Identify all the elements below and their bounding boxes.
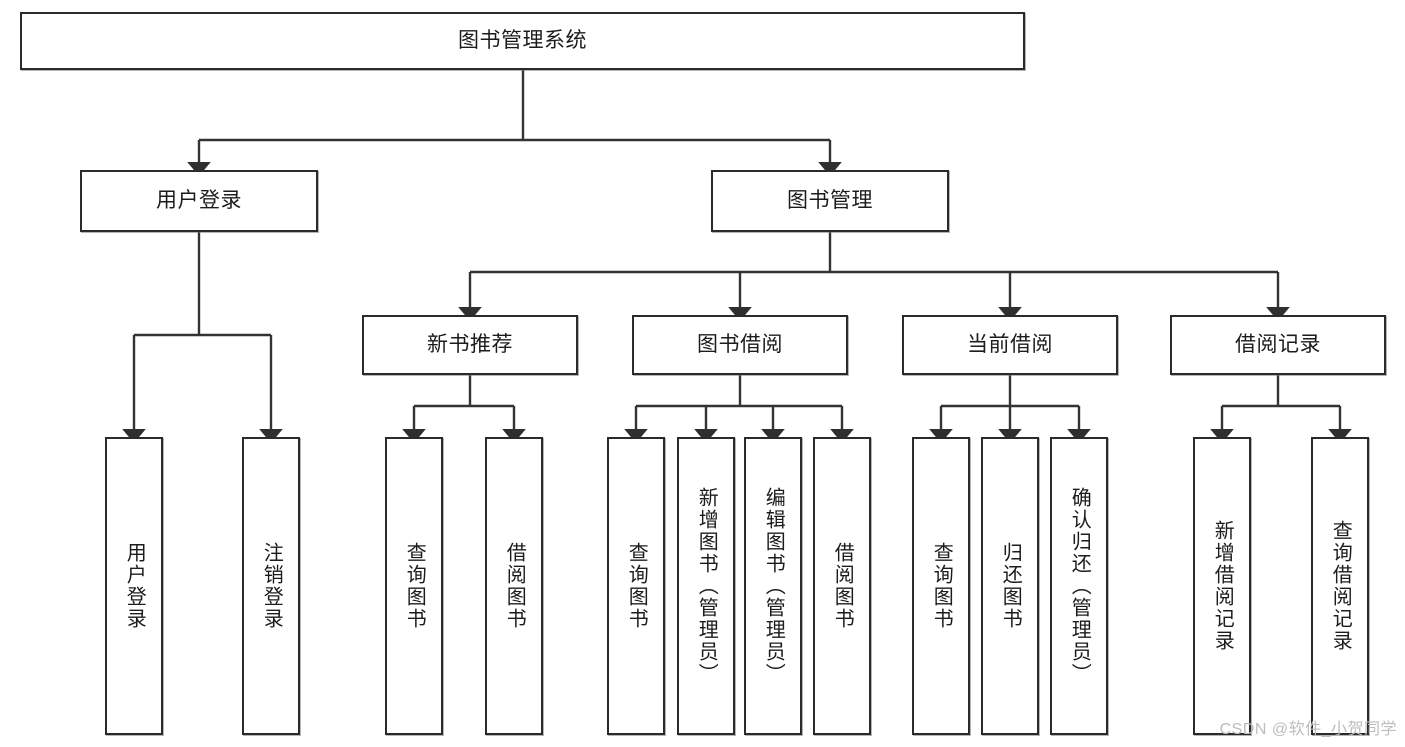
leaf-confirm-return-admin[interactable]: 确认归还（管理员） (1050, 437, 1108, 735)
leaf-edit-book-admin[interactable]: 编辑图书（管理员） (744, 437, 802, 735)
node-label: 确认归还（管理员） (1068, 487, 1091, 685)
leaf-query-book-borrow[interactable]: 查询图书 (607, 437, 665, 735)
leaf-query-borrow-record[interactable]: 查询借阅记录 (1311, 437, 1369, 735)
node-label: 归还图书 (999, 542, 1022, 630)
node-label: 借阅图书 (503, 542, 526, 630)
node-label: 编辑图书（管理员） (762, 487, 785, 685)
node-label: 查询借阅记录 (1329, 520, 1352, 652)
node-current-borrow[interactable]: 当前借阅 (902, 315, 1118, 375)
leaf-add-book-admin[interactable]: 新增图书（管理员） (677, 437, 735, 735)
node-label: 借阅记录 (1235, 332, 1321, 356)
node-label: 查询图书 (625, 542, 648, 630)
leaf-borrow-book-newbook[interactable]: 借阅图书 (485, 437, 543, 735)
node-label: 新增图书（管理员） (695, 487, 718, 685)
node-book-borrow[interactable]: 图书借阅 (632, 315, 848, 375)
leaf-user-login[interactable]: 用户登录 (105, 437, 163, 735)
node-label: 查询图书 (403, 542, 426, 630)
node-book-management[interactable]: 图书管理 (711, 170, 949, 232)
leaf-query-book-current[interactable]: 查询图书 (912, 437, 970, 735)
node-root-book-management-system[interactable]: 图书管理系统 (20, 12, 1025, 70)
leaf-borrow-book[interactable]: 借阅图书 (813, 437, 871, 735)
leaf-logout[interactable]: 注销登录 (242, 437, 300, 735)
node-borrow-records[interactable]: 借阅记录 (1170, 315, 1386, 375)
node-label: 用户登录 (123, 542, 146, 630)
node-label: 当前借阅 (967, 332, 1053, 356)
node-label: 新书推荐 (427, 332, 513, 356)
leaf-query-book-newbook[interactable]: 查询图书 (385, 437, 443, 735)
leaf-add-borrow-record[interactable]: 新增借阅记录 (1193, 437, 1251, 735)
node-label: 图书借阅 (697, 332, 783, 356)
node-user-login[interactable]: 用户登录 (80, 170, 318, 232)
node-label: 图书管理 (787, 188, 873, 212)
leaf-return-book[interactable]: 归还图书 (981, 437, 1039, 735)
node-label: 新增借阅记录 (1211, 520, 1234, 652)
node-label: 借阅图书 (831, 542, 854, 630)
node-label: 注销登录 (260, 542, 283, 630)
node-new-book-recommend[interactable]: 新书推荐 (362, 315, 578, 375)
node-label: 图书管理系统 (458, 28, 587, 52)
node-label: 用户登录 (156, 188, 242, 212)
node-label: 查询图书 (930, 542, 953, 630)
